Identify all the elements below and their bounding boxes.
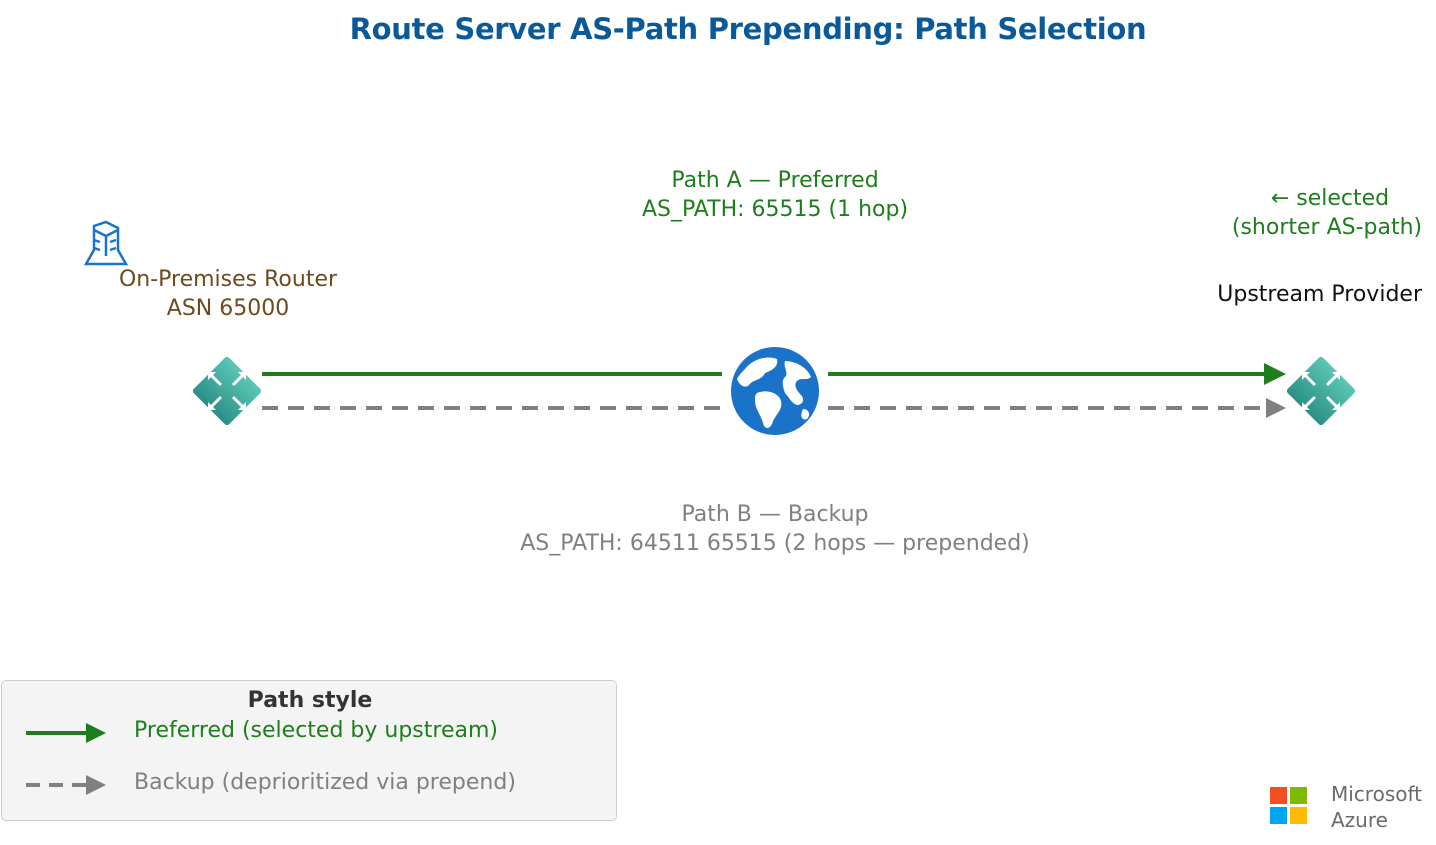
legend-swatches <box>26 723 106 795</box>
selected-note-line1: ← selected <box>1270 186 1390 211</box>
path-a-as-path: AS_PATH: 65515 (1 hop) <box>641 197 909 222</box>
brand-line-2: Azure <box>1331 808 1388 832</box>
legend-backup-arrowhead <box>86 775 106 795</box>
preferred-path-arrowhead <box>1264 363 1286 385</box>
upstream-router-icon <box>1286 356 1356 426</box>
brand-line-1: Microsoft <box>1331 782 1423 806</box>
path-a-title: Path A — Preferred <box>671 168 879 193</box>
legend-title: Path style <box>247 688 373 713</box>
backup-path-arrowhead <box>1266 398 1286 418</box>
microsoft-logo-icon <box>1270 787 1308 825</box>
preferred-path <box>262 363 1286 385</box>
brand-text: Microsoft Azure <box>1331 781 1422 833</box>
path-b-title: Path B — Backup <box>681 502 869 527</box>
path-b-as-path: AS_PATH: 64511 65515 (2 hops — prepended… <box>520 531 1030 556</box>
backup-path <box>262 398 1286 418</box>
on-prem-router-icon <box>192 356 262 426</box>
building-icon <box>83 220 129 266</box>
legend: Path style Preferred (selected by upstre… <box>1 680 617 821</box>
on-prem-router-name: On-Premises Router <box>118 267 338 292</box>
legend-backup-label: Backup (deprioritized via prepend) <box>134 770 516 795</box>
page-title: Route Server AS-Path Prepending: Path Se… <box>349 12 1147 46</box>
on-prem-router-asn: ASN 65000 <box>166 296 290 321</box>
legend-preferred-arrowhead <box>86 723 106 743</box>
globe-icon <box>731 347 819 435</box>
upstream-provider-label: Upstream Provider <box>1217 282 1422 307</box>
selected-note-line2: (shorter AS-path) <box>1231 215 1423 240</box>
legend-preferred-label: Preferred (selected by upstream) <box>134 718 498 743</box>
